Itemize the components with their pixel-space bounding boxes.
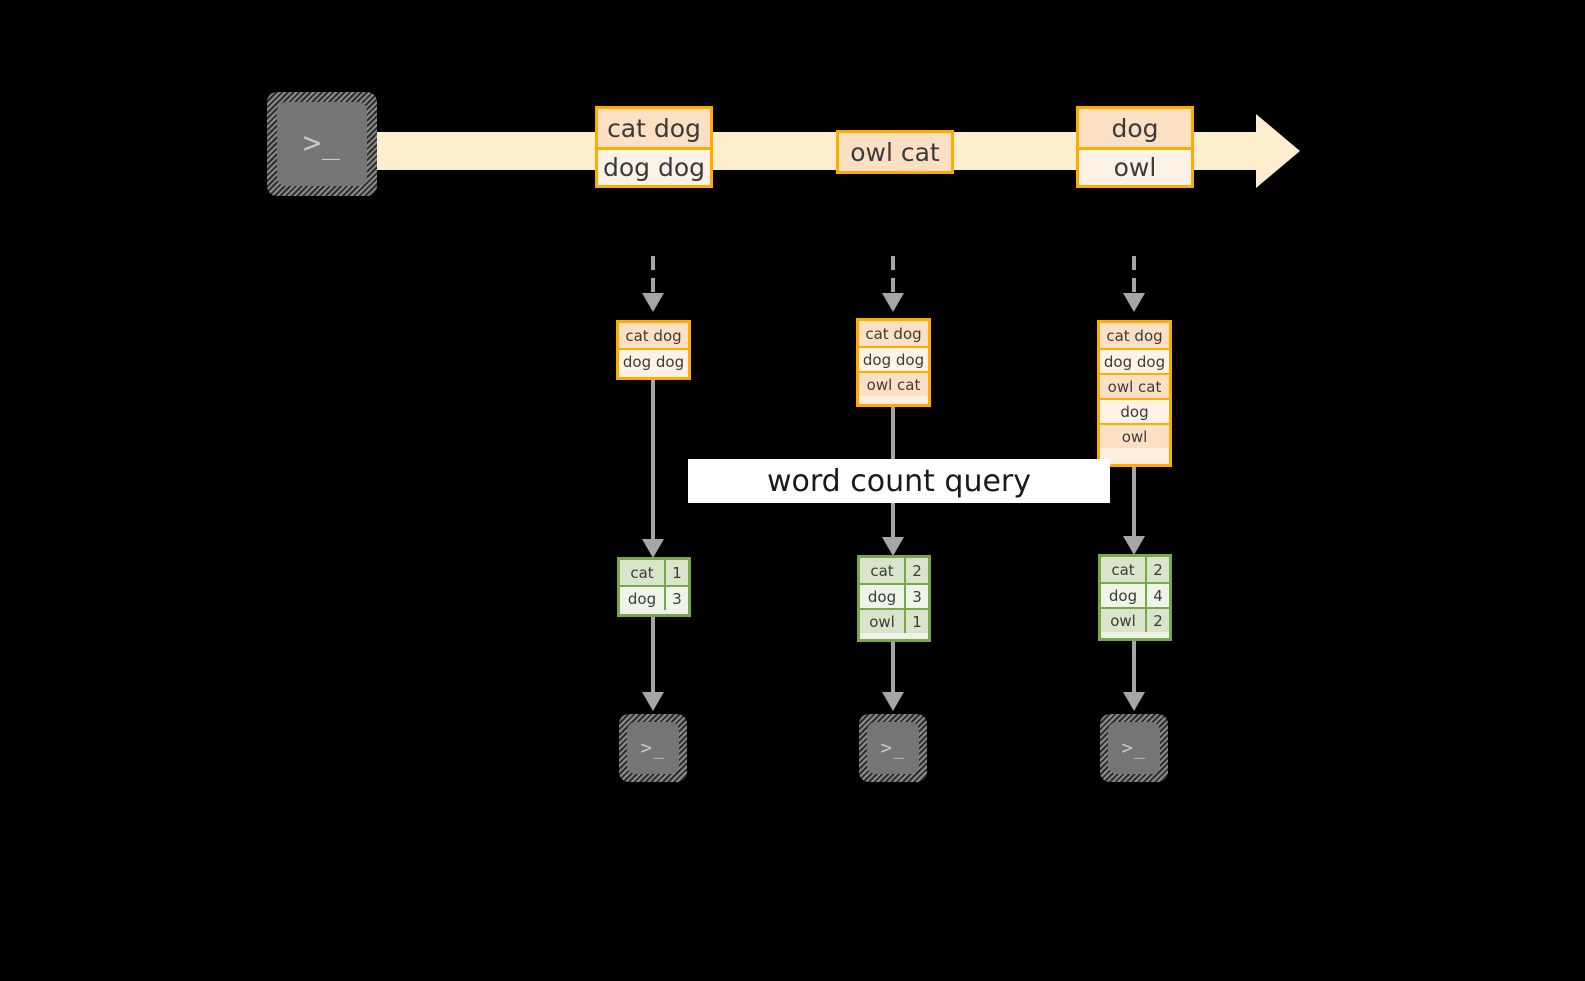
stream-record-1[interactable]: cat dog dog dog: [595, 106, 713, 188]
table-row[interactable]: dog 3: [860, 583, 928, 608]
stream-record-3[interactable]: dog owl: [1076, 106, 1194, 188]
input-line: dog dog: [1100, 348, 1169, 373]
input-line: owl cat: [859, 371, 928, 396]
terminal-prompt-glyph: >_: [1121, 736, 1147, 759]
terminal-prompt-glyph: >_: [640, 736, 666, 759]
query-connector-1: [651, 380, 655, 550]
snapshot-1-result-table[interactable]: cat 1 dog 3: [617, 557, 691, 617]
table-row[interactable]: dog 3: [620, 585, 688, 610]
stream-record-line: dog: [1079, 109, 1191, 147]
table-row[interactable]: owl 2: [1101, 607, 1169, 632]
terminal-face: >_: [277, 102, 367, 186]
sink-terminal-icon-3[interactable]: >_: [1100, 714, 1168, 782]
result-word: owl: [1101, 609, 1145, 632]
result-count: 2: [1145, 557, 1169, 582]
input-line: cat dog: [859, 321, 928, 346]
result-count: 2: [904, 558, 928, 583]
terminal-face: >_: [627, 722, 679, 774]
feed-connector-2: [891, 256, 895, 298]
result-word: cat: [860, 558, 904, 583]
sink-connector-3: [1132, 641, 1136, 697]
query-connector-3: [1132, 467, 1136, 547]
sink-connector-1: [651, 617, 655, 697]
feed-connector-1: [651, 256, 655, 298]
snapshot-3-input-box[interactable]: cat dog dog dog owl cat dog owl: [1097, 320, 1172, 467]
input-line: dog dog: [859, 346, 928, 371]
sink-terminal-icon-1[interactable]: >_: [619, 714, 687, 782]
sink-arrowhead-1: [642, 692, 664, 711]
terminal-prompt-glyph: >_: [302, 126, 342, 161]
input-line: dog dog: [619, 348, 688, 373]
input-line: cat dog: [1100, 323, 1169, 348]
feed-arrowhead-2: [882, 293, 904, 312]
snapshot-2-input-box[interactable]: cat dog dog dog owl cat: [856, 318, 931, 407]
query-arrowhead-2: [882, 537, 904, 556]
result-word: dog: [1101, 584, 1145, 607]
query-arrowhead-3: [1123, 536, 1145, 555]
query-label: word count query: [688, 459, 1110, 503]
result-word: cat: [1101, 557, 1145, 582]
sink-connector-2: [891, 642, 895, 697]
sink-terminal-icon-2[interactable]: >_: [859, 714, 927, 782]
result-word: cat: [620, 560, 664, 585]
result-count: 1: [664, 560, 688, 585]
feed-connector-3: [1132, 256, 1136, 298]
result-count: 3: [664, 587, 688, 610]
stream-record-2[interactable]: owl cat: [836, 130, 954, 174]
stream-record-line: cat dog: [598, 109, 710, 147]
query-arrowhead-1: [642, 539, 664, 558]
table-row[interactable]: cat 1: [620, 560, 688, 585]
result-word: dog: [860, 585, 904, 608]
table-row[interactable]: owl 1: [860, 608, 928, 633]
result-count: 2: [1145, 609, 1169, 632]
snapshot-3-result-table[interactable]: cat 2 dog 4 owl 2: [1098, 554, 1172, 641]
result-count: 3: [904, 585, 928, 608]
stream-record-line: owl cat: [839, 133, 951, 171]
stream-arrowhead: [1256, 114, 1300, 188]
table-row[interactable]: dog 4: [1101, 582, 1169, 607]
sink-arrowhead-3: [1123, 692, 1145, 711]
input-line: owl: [1100, 423, 1169, 448]
table-row[interactable]: cat 2: [1101, 557, 1169, 582]
feed-arrowhead-1: [642, 293, 664, 312]
terminal-face: >_: [1108, 722, 1160, 774]
table-row[interactable]: cat 2: [860, 558, 928, 583]
terminal-face: >_: [867, 722, 919, 774]
input-line: dog: [1100, 398, 1169, 423]
feed-arrowhead-3: [1123, 293, 1145, 312]
result-word: dog: [620, 587, 664, 610]
stream-record-line: dog dog: [598, 147, 710, 185]
query-label-text: word count query: [766, 463, 1032, 499]
snapshot-2-result-table[interactable]: cat 2 dog 3 owl 1: [857, 555, 931, 642]
result-word: owl: [860, 610, 904, 633]
input-line: owl cat: [1100, 373, 1169, 398]
terminal-prompt-glyph: >_: [880, 736, 906, 759]
stream-record-line: owl: [1079, 147, 1191, 185]
snapshot-1-input-box[interactable]: cat dog dog dog: [616, 320, 691, 380]
result-count: 4: [1145, 584, 1169, 607]
sink-arrowhead-2: [882, 692, 904, 711]
result-count: 1: [904, 610, 928, 633]
source-terminal-icon[interactable]: >_: [267, 92, 377, 196]
input-line: cat dog: [619, 323, 688, 348]
